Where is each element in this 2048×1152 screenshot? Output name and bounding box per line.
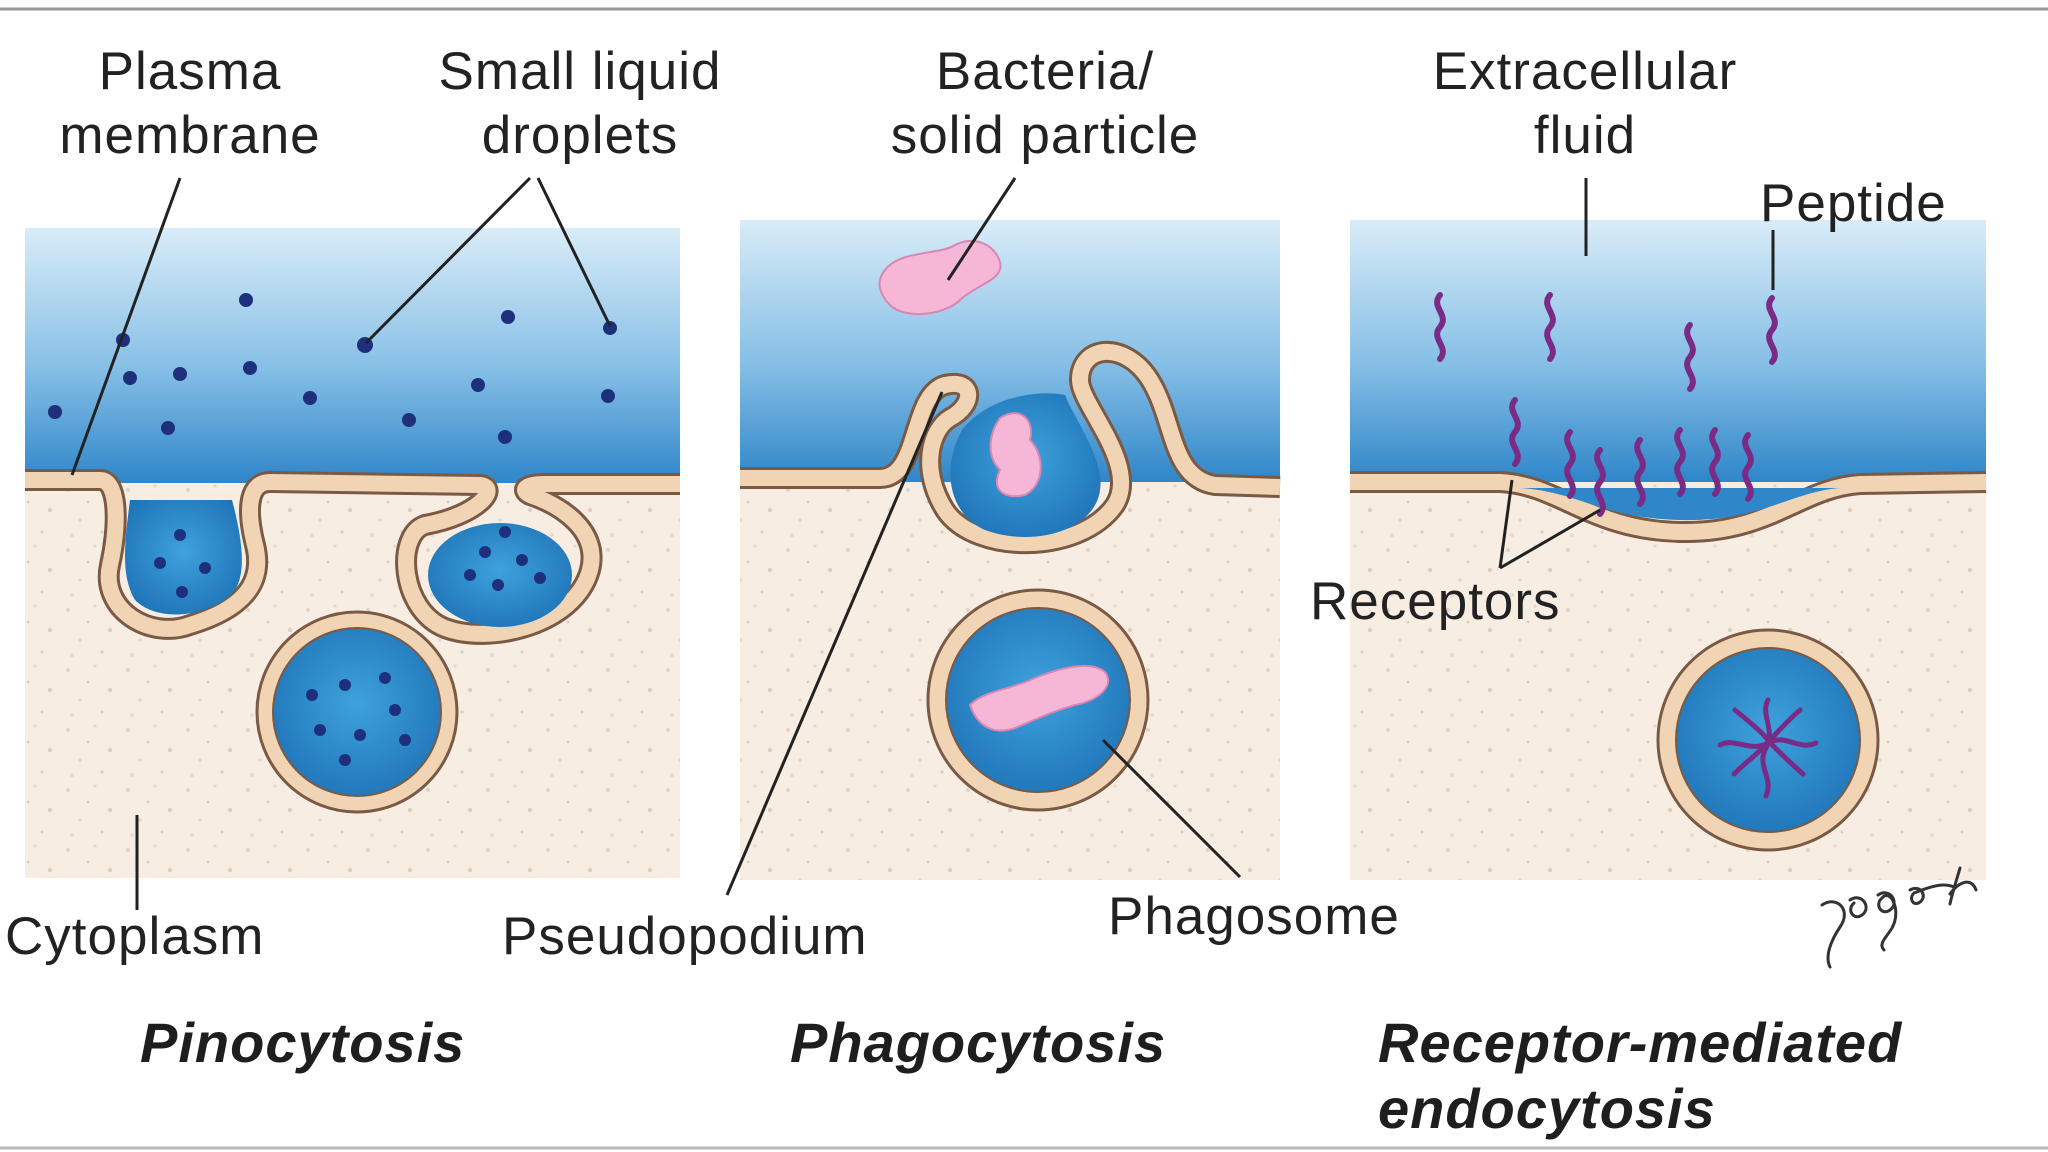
label-bacteria-line1: Bacteria/ [935, 42, 1155, 101]
label-phagosome: Phagosome [1108, 887, 1400, 946]
title-receptor-mediated: Receptor-mediated endocytosis [1378, 1010, 1902, 1142]
signature-mark [1820, 866, 1978, 969]
title-pinocytosis: Pinocytosis [140, 1011, 466, 1074]
label-extracellular-line1: Extracellular [1432, 42, 1738, 101]
label-extracellular-fluid: Extracellular fluid [1385, 40, 1785, 168]
label-small-liquid-droplets-line1: Small liquid [438, 42, 722, 101]
phagocytosis-panel [725, 177, 1281, 896]
label-bacteria-solid-particle: Bacteria/ solid particle [840, 40, 1250, 168]
label-peptide: Peptide [1760, 174, 1947, 233]
pinocytosis-panel [25, 176, 680, 910]
title-receptor-mediated-line2: endocytosis [1378, 1077, 1716, 1140]
receptor-mediated-panel [1350, 178, 1987, 880]
label-cytoplasm: Cytoplasm [5, 907, 265, 966]
title-phagocytosis: Phagocytosis [790, 1011, 1167, 1074]
label-plasma-membrane: Plasma membrane [20, 40, 360, 168]
label-plasma-membrane-line2: membrane [59, 106, 321, 165]
title-receptor-mediated-line1: Receptor-mediated [1378, 1011, 1903, 1074]
label-pseudopodium: Pseudopodium [502, 907, 868, 966]
label-plasma-membrane-line1: Plasma [98, 42, 282, 101]
label-receptors: Receptors [1310, 572, 1561, 631]
label-bacteria-line2: solid particle [890, 106, 1200, 165]
label-small-liquid-droplets-line2: droplets [481, 106, 679, 165]
label-extracellular-line2: fluid [1533, 106, 1637, 165]
label-small-liquid-droplets: Small liquid droplets [395, 40, 765, 168]
